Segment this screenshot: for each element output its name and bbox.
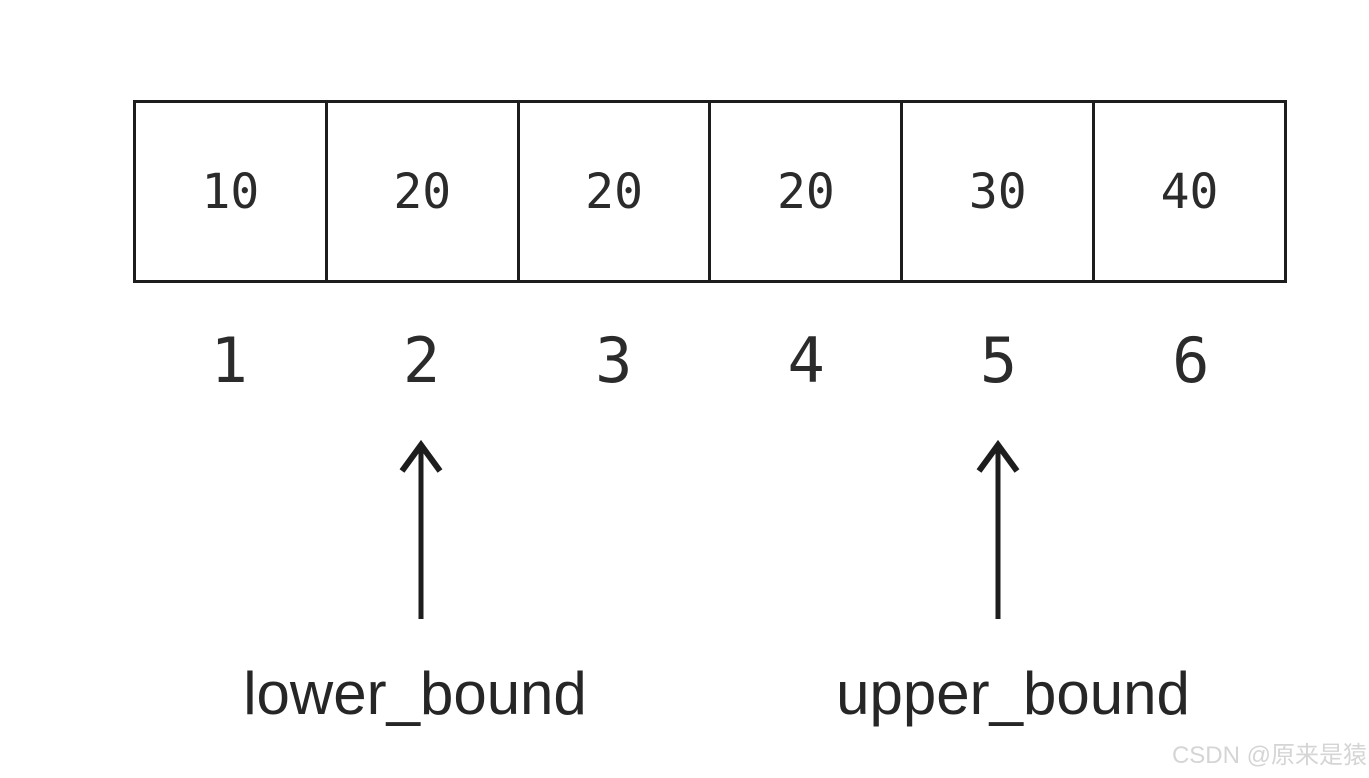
array-cell-6: 40: [1092, 103, 1284, 280]
cell-value-5: 30: [968, 163, 1027, 220]
array-cell-3: 20: [516, 103, 709, 280]
cell-value-1: 10: [201, 163, 260, 220]
array-index-2: 2: [402, 324, 441, 397]
array-boxes: 10 20 20 20 30 40: [133, 100, 1287, 283]
cell-value-3: 20: [585, 163, 643, 220]
index-row: 1 2 3 4 5 6: [133, 330, 1287, 392]
array-index-5: 5: [979, 324, 1018, 397]
array-cell-2: 20: [324, 103, 517, 280]
lower-bound-arrow-icon: [399, 439, 443, 619]
watermark: CSDN @原来是猿: [1171, 742, 1367, 769]
lower-bound-label: lower_bound: [243, 660, 587, 727]
array-cell-1: 10: [136, 103, 325, 280]
array-cell-4: 20: [708, 103, 900, 280]
array-index-1: 1: [210, 324, 248, 397]
cell-value-2: 20: [393, 163, 452, 220]
upper-bound-arrow-icon: [976, 439, 1020, 619]
cell-value-4: 20: [777, 163, 835, 220]
array-index-3: 3: [595, 324, 633, 397]
cell-value-6: 40: [1160, 163, 1219, 220]
array-index-4: 4: [787, 324, 825, 397]
upper-bound-label: upper_bound: [836, 660, 1190, 727]
array-cell-5: 30: [900, 103, 1092, 280]
array-index-6: 6: [1172, 324, 1210, 397]
